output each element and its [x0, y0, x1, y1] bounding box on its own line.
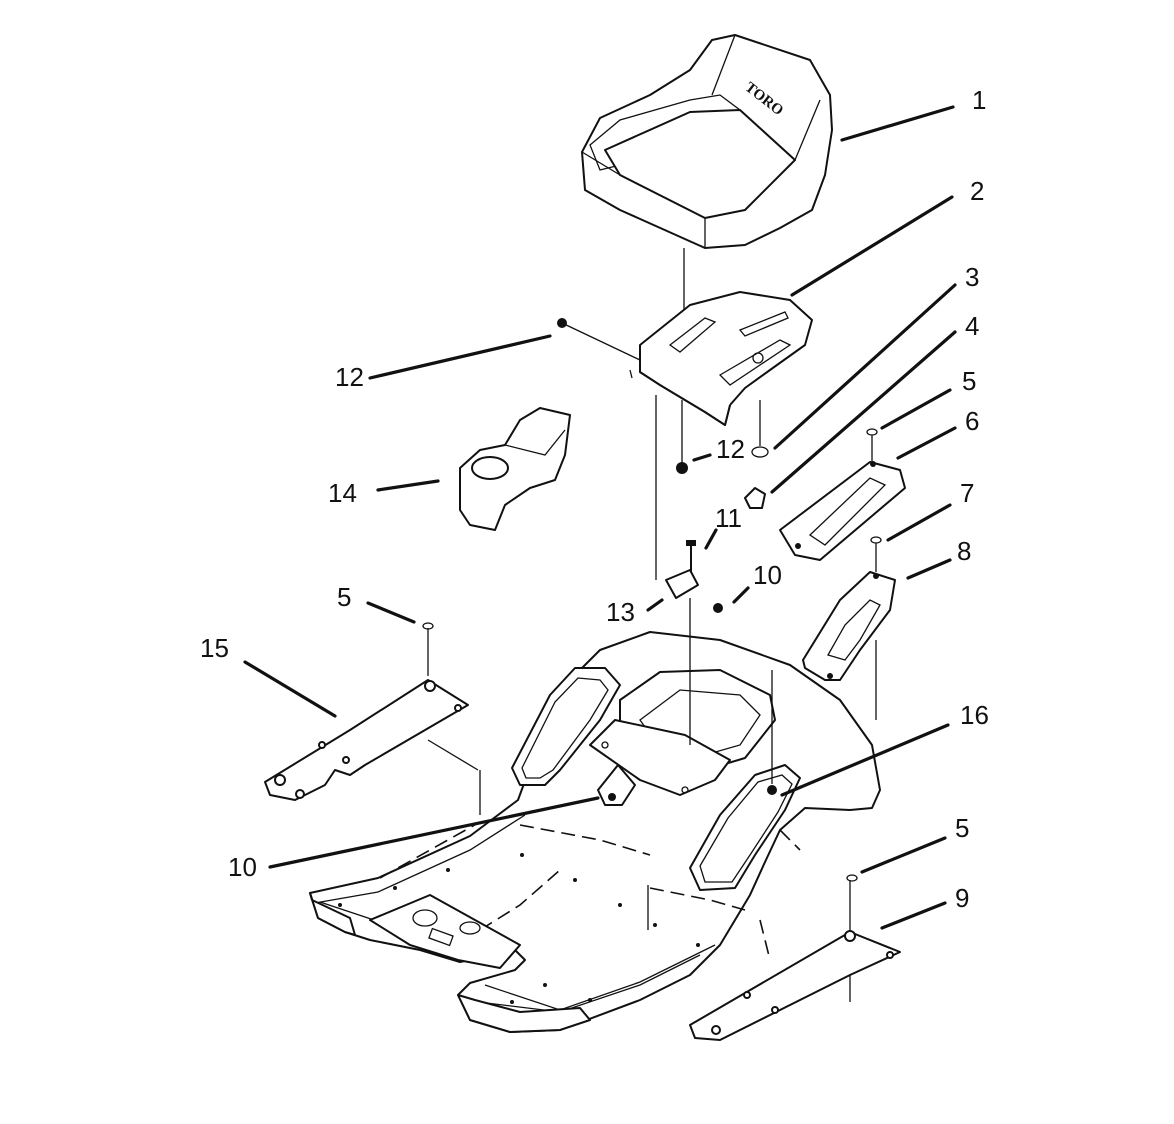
callout-14: 14 [328, 478, 357, 508]
callout-10-upper: 10 [753, 560, 782, 590]
callout-12-left: 12 [335, 362, 364, 392]
callout-5-bottom: 5 [955, 813, 969, 843]
shift-plate-upper [779, 461, 906, 561]
cup-holder [459, 407, 571, 531]
callout-5-top: 5 [962, 366, 976, 396]
callout-13: 13 [606, 597, 635, 627]
callout-1: 1 [972, 85, 986, 115]
callout-7: 7 [960, 478, 974, 508]
leader-lines [243, 105, 957, 930]
callout-10-bottom: 10 [228, 852, 257, 882]
callout-16: 16 [960, 700, 989, 730]
callout-2: 2 [970, 176, 984, 206]
callout-11: 11 [715, 503, 742, 533]
callout-9: 9 [955, 883, 969, 913]
seat: TORO [581, 34, 833, 330]
fasteners [422, 318, 882, 882]
callout-12-center: 12 [716, 434, 745, 464]
callout-5-left: 5 [337, 582, 351, 612]
callout-6: 6 [965, 406, 979, 436]
shift-guide [802, 571, 896, 681]
right-foot-panel [689, 880, 901, 1041]
callout-4: 4 [965, 311, 979, 341]
seat-pan [629, 291, 813, 426]
callout-15: 15 [200, 633, 229, 663]
callout-labels: 1 2 3 4 5 6 7 8 9 5 16 12 12 14 5 15 10 … [200, 85, 989, 913]
callout-8: 8 [957, 536, 971, 566]
callout-3: 3 [965, 262, 979, 292]
left-foot-panel [264, 628, 479, 801]
